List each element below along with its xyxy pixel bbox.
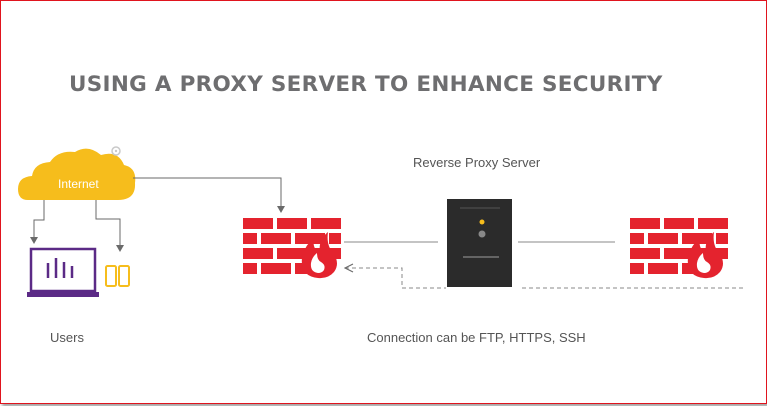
firewall-icon bbox=[243, 218, 341, 274]
connector-lines bbox=[30, 177, 745, 289]
laptop-icon bbox=[27, 247, 99, 297]
users-label: Users bbox=[50, 330, 84, 345]
cloud-icon bbox=[18, 148, 136, 200]
server-icon bbox=[447, 199, 512, 287]
diagram-title: USING A PROXY SERVER TO ENHANCE SECURITY bbox=[69, 72, 663, 97]
connection-label: Connection can be FTP, HTTPS, SSH bbox=[367, 330, 586, 345]
gear-icon bbox=[111, 146, 121, 156]
reverse-proxy-label: Reverse Proxy Server bbox=[413, 155, 541, 170]
internet-label: Internet bbox=[58, 177, 99, 191]
flame-icon bbox=[687, 232, 723, 279]
flame-icon bbox=[301, 232, 337, 279]
phone-icon bbox=[105, 265, 130, 287]
